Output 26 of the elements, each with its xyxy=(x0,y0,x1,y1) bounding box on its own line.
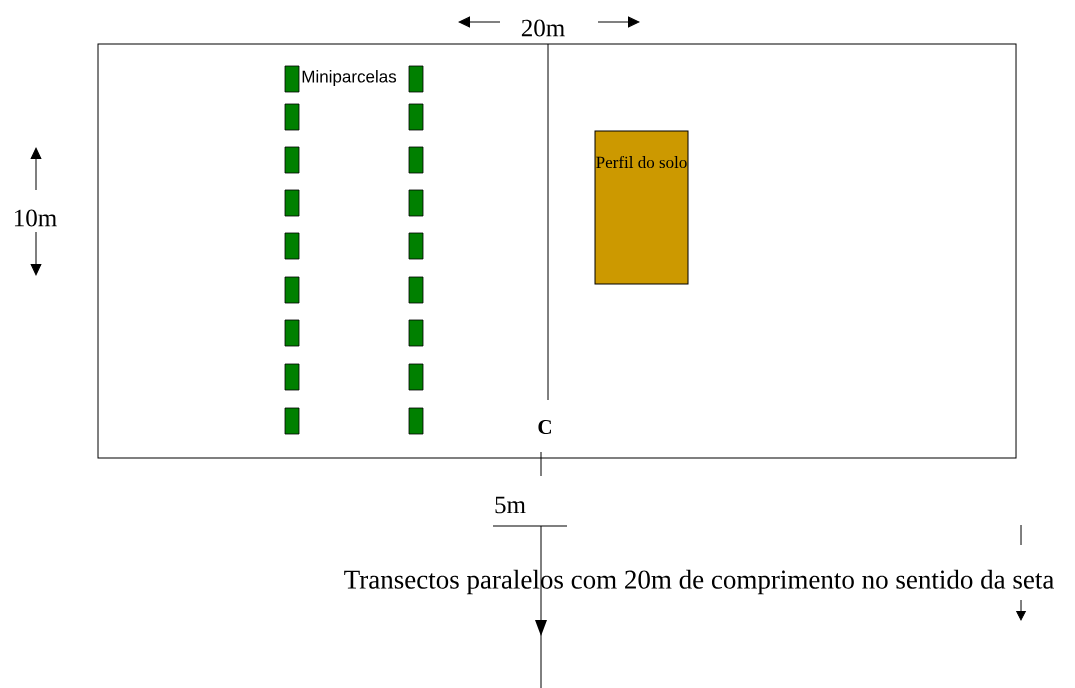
miniplot-box xyxy=(408,276,424,304)
miniplot-box xyxy=(408,65,424,93)
miniplot-box xyxy=(284,276,300,304)
miniplot-box xyxy=(408,189,424,217)
note-text: Transectos paralelos com 20m de comprimento no sentido da seta xyxy=(344,569,1054,595)
plot-outline xyxy=(97,43,1017,459)
soil-profile-box: Perfil do solo xyxy=(594,130,689,285)
miniplot-box xyxy=(284,363,300,391)
miniplot-box xyxy=(408,232,424,260)
miniplot-box xyxy=(408,146,424,174)
miniplot-box xyxy=(284,146,300,174)
dimension-label: 20m xyxy=(521,19,565,37)
miniplot-box xyxy=(408,363,424,391)
miniplot-box xyxy=(284,65,300,93)
plot-label: Miniparcelas xyxy=(302,70,397,86)
miniplot-box xyxy=(408,319,424,347)
miniplot-box xyxy=(408,407,424,435)
miniplot-box xyxy=(284,232,300,260)
miniplot-box xyxy=(284,407,300,435)
miniplot-box xyxy=(284,319,300,347)
miniplot-box xyxy=(408,103,424,131)
miniplot-box xyxy=(284,103,300,131)
dimension-label: 10m xyxy=(15,209,57,227)
dimension-label: 5m xyxy=(495,496,526,514)
miniplot-box xyxy=(284,189,300,217)
point-label: C xyxy=(538,419,551,435)
